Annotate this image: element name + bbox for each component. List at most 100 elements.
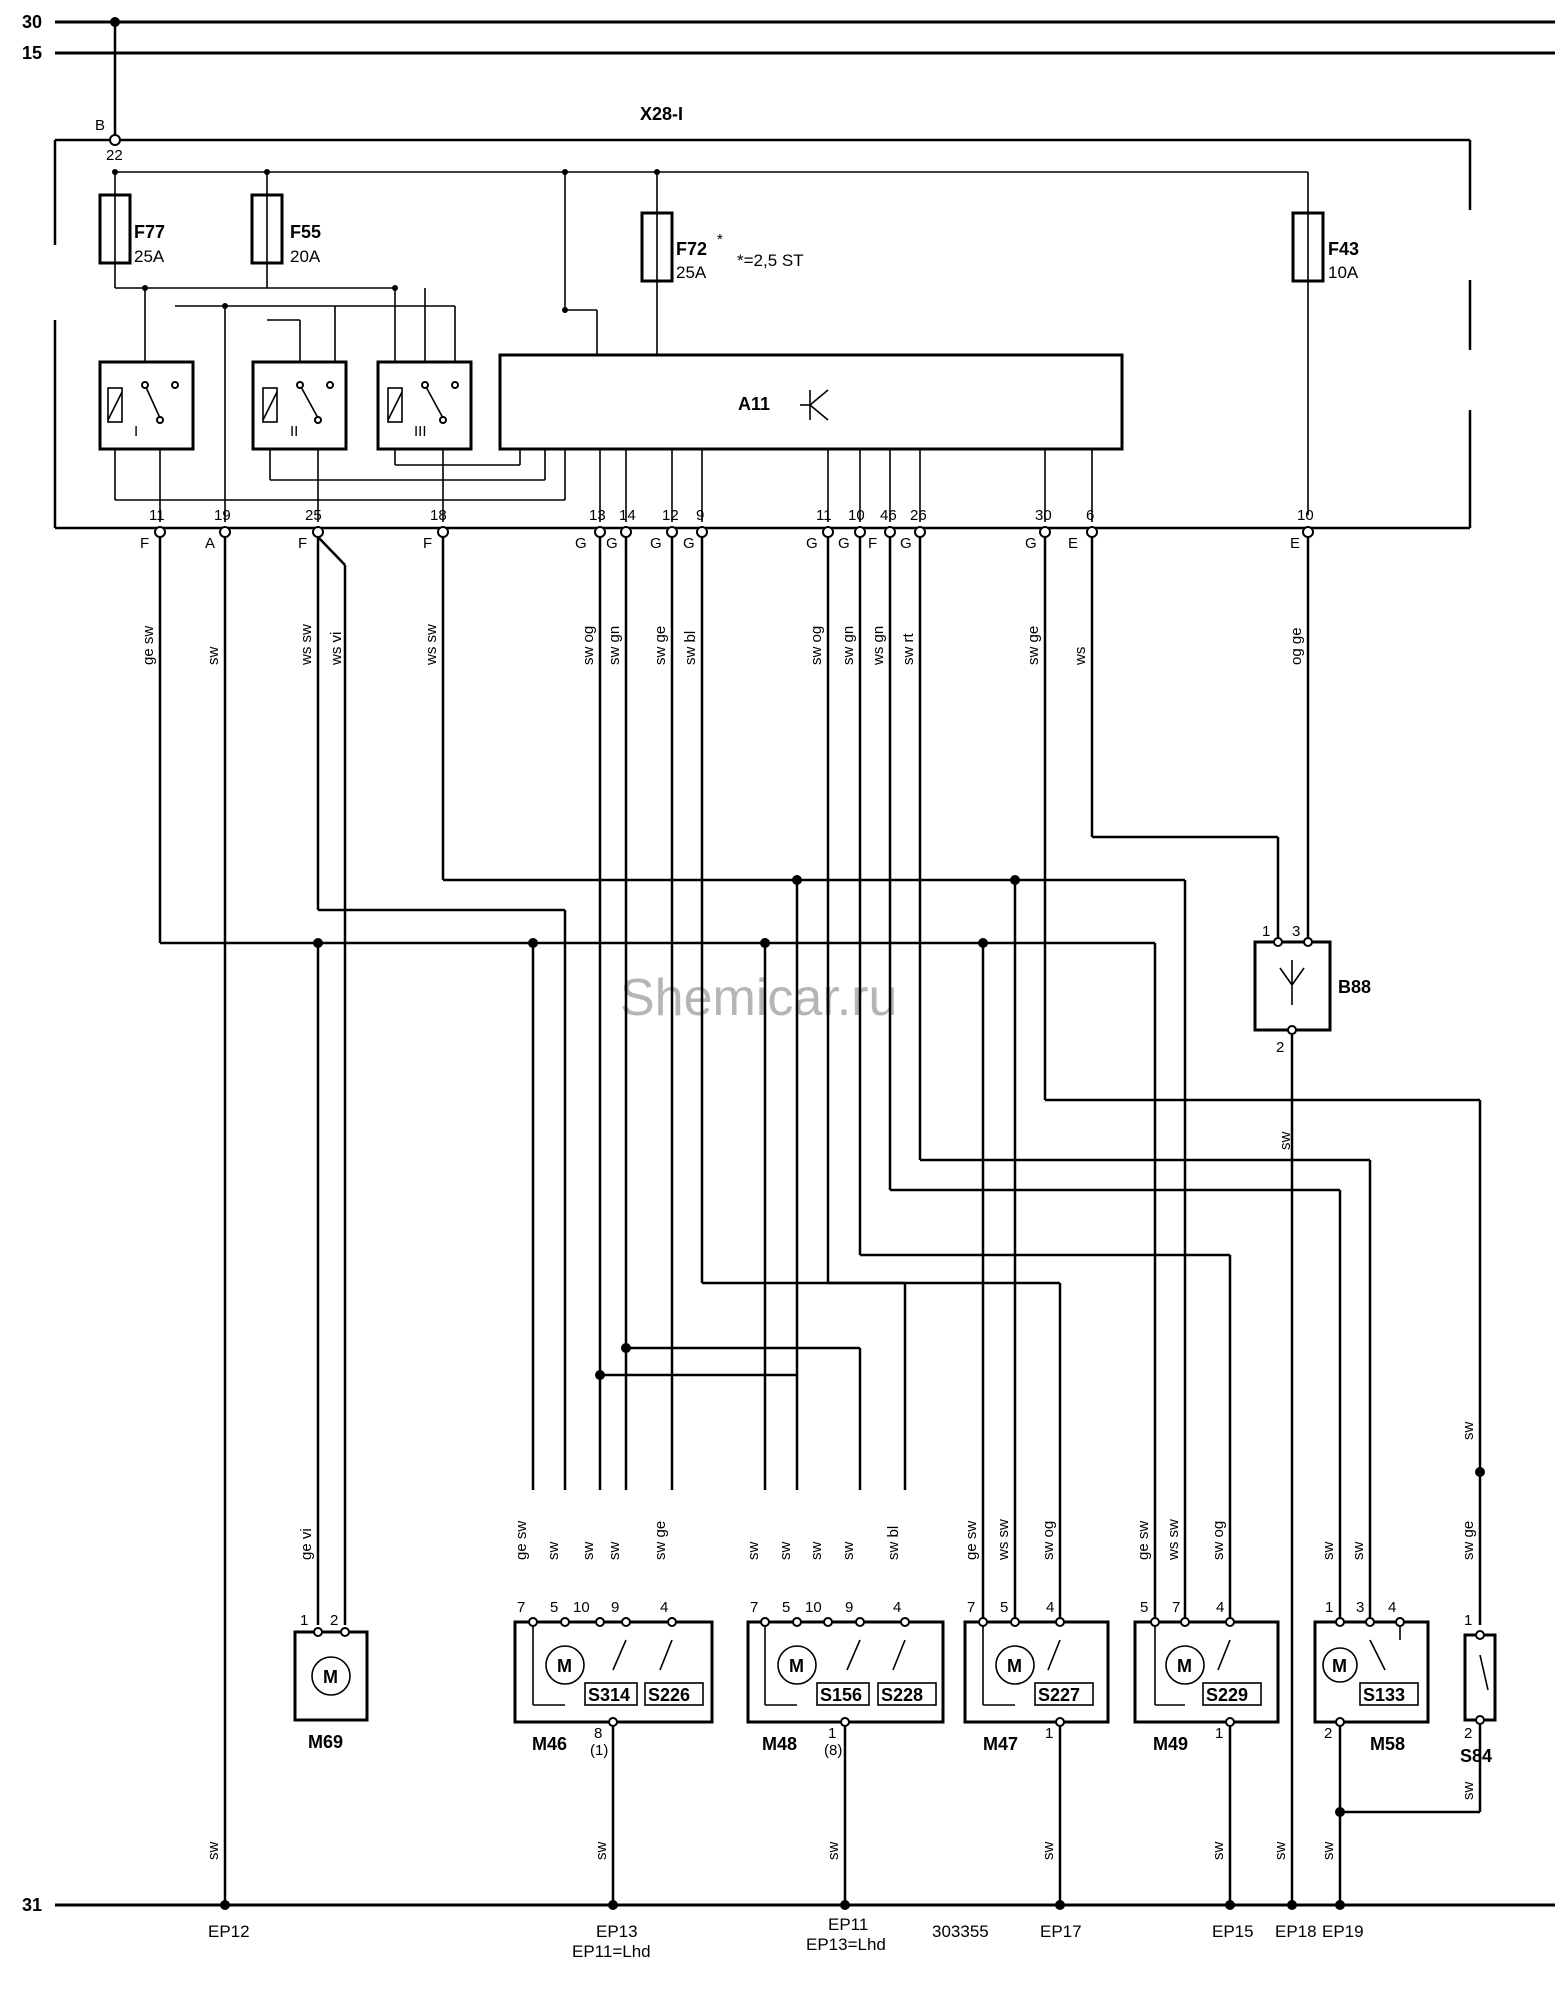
pin-2: 19A (205, 507, 231, 552)
svg-text:sw: sw (1272, 1842, 1289, 1861)
svg-text:8: 8 (594, 1725, 602, 1742)
svg-text:sw ge: sw ge (652, 626, 669, 665)
svg-text:sw: sw (1210, 1842, 1227, 1861)
svg-text:M69: M69 (308, 1732, 343, 1752)
svg-text:ws sw: ws sw (423, 624, 440, 666)
svg-text:1: 1 (1325, 1599, 1333, 1616)
svg-text:30: 30 (1035, 507, 1052, 524)
svg-text:6: 6 (1086, 507, 1094, 524)
svg-text:sw gn: sw gn (606, 626, 623, 665)
svg-text:EP18: EP18 (1275, 1922, 1317, 1941)
svg-text:1: 1 (1464, 1612, 1472, 1629)
svg-text:25A: 25A (134, 247, 165, 266)
svg-text:sw gn: sw gn (840, 626, 857, 665)
svg-text:sw: sw (1040, 1842, 1057, 1861)
svg-text:46: 46 (880, 507, 897, 524)
svg-text:M46: M46 (532, 1734, 567, 1754)
svg-text:sw: sw (745, 1542, 762, 1561)
svg-text:ws sw: ws sw (298, 624, 315, 666)
svg-text:7: 7 (517, 1599, 525, 1616)
pin-1: 11F (140, 507, 166, 552)
svg-text:sw: sw (593, 1842, 610, 1861)
motor-m58: M S133 1 3 4 2 M58 sw sw (1313, 1542, 1430, 1910)
svg-text:F: F (298, 535, 307, 552)
svg-text:7: 7 (1172, 1599, 1180, 1616)
svg-text:30: 30 (22, 12, 42, 32)
rail-30: 30 (22, 12, 1555, 32)
svg-text:4: 4 (1216, 1599, 1224, 1616)
svg-text:A11: A11 (738, 394, 770, 414)
svg-text:S156: S156 (820, 1685, 862, 1705)
pin-13: 30G (1025, 507, 1052, 552)
svg-text:M: M (1007, 1656, 1022, 1676)
svg-text:ws gn: ws gn (870, 626, 887, 666)
svg-text:ws sw: ws sw (995, 1519, 1012, 1561)
svg-text:ws vi: ws vi (328, 632, 345, 666)
svg-text:9: 9 (611, 1599, 619, 1616)
svg-text:sw: sw (808, 1542, 825, 1561)
svg-text:G: G (650, 535, 662, 552)
svg-text:sw og: sw og (1040, 1521, 1057, 1560)
svg-text:EP17: EP17 (1040, 1922, 1082, 1941)
motor-m49: M S229 5 7 4 1 M49 ge sw ws sw sw og (1133, 1519, 1280, 1910)
svg-text:20A: 20A (290, 247, 321, 266)
pin-7: 12G (650, 507, 679, 552)
svg-text:10A: 10A (1328, 263, 1359, 282)
svg-text:sw og: sw og (808, 626, 825, 665)
svg-text:11: 11 (149, 507, 165, 524)
svg-text:5: 5 (550, 1599, 558, 1616)
svg-text:5: 5 (1000, 1599, 1008, 1616)
svg-text:sw bl: sw bl (682, 631, 699, 665)
svg-text:sw: sw (580, 1542, 597, 1561)
svg-text:sw rt: sw rt (900, 633, 917, 665)
svg-text:10: 10 (1297, 507, 1314, 524)
svg-text:*=2,5 ST: *=2,5 ST (737, 251, 804, 270)
fuse-f55: F55 20A (250, 172, 321, 288)
svg-text:18: 18 (430, 507, 447, 524)
pin-11: 46F (868, 507, 897, 552)
svg-text:25: 25 (305, 507, 322, 524)
svg-text:1: 1 (1215, 1725, 1223, 1742)
drawing-number: 303355 (932, 1922, 989, 1941)
svg-text:1: 1 (828, 1725, 836, 1742)
svg-text:10: 10 (573, 1599, 590, 1616)
watermark: Shemicar.ru (620, 969, 897, 1027)
svg-text:ge vi: ge vi (298, 1528, 315, 1560)
rail-31-ground: 31 (22, 1895, 1555, 1915)
svg-text:E: E (1068, 535, 1078, 552)
svg-text:sw: sw (840, 1542, 857, 1561)
pin-row: 11F 19A 25F 18F 13G 14G 12G 9G 11G 10G 4… (140, 507, 1314, 552)
svg-text:ge sw: ge sw (140, 626, 157, 665)
svg-text:M: M (1332, 1656, 1347, 1676)
svg-text:4: 4 (893, 1599, 901, 1616)
svg-text:M49: M49 (1153, 1734, 1188, 1754)
svg-text:2: 2 (1464, 1725, 1472, 1742)
svg-text:M47: M47 (983, 1734, 1018, 1754)
svg-text:S227: S227 (1038, 1685, 1080, 1705)
svg-text:II: II (290, 423, 298, 440)
pin-6: 14G (606, 507, 636, 552)
svg-text:3: 3 (1356, 1599, 1364, 1616)
svg-text:M: M (557, 1656, 572, 1676)
svg-text:sw ge: sw ge (652, 1521, 669, 1560)
svg-text:S133: S133 (1363, 1685, 1405, 1705)
svg-text:S229: S229 (1206, 1685, 1248, 1705)
svg-text:F77: F77 (134, 222, 165, 242)
svg-text:EP13: EP13 (596, 1922, 638, 1941)
svg-text:A: A (205, 535, 215, 552)
svg-text:9: 9 (696, 507, 704, 524)
svg-text:sw: sw (205, 647, 222, 666)
svg-text:2: 2 (1276, 1039, 1284, 1056)
pin-14: 6E (1068, 507, 1098, 552)
pin-8: 9G (683, 507, 708, 552)
svg-text:sw og: sw og (580, 626, 597, 665)
motor-m69: M 1 2 M69 ge vi (293, 1528, 369, 1752)
svg-text:ge sw: ge sw (963, 1521, 980, 1560)
svg-text:EP12: EP12 (208, 1922, 250, 1941)
svg-text:13: 13 (589, 507, 606, 524)
fuse-f43: F43 10A (1291, 172, 1359, 515)
svg-text:EP19: EP19 (1322, 1922, 1364, 1941)
svg-text:14: 14 (619, 507, 636, 524)
svg-text:12: 12 (662, 507, 679, 524)
svg-text:3: 3 (1292, 923, 1300, 940)
